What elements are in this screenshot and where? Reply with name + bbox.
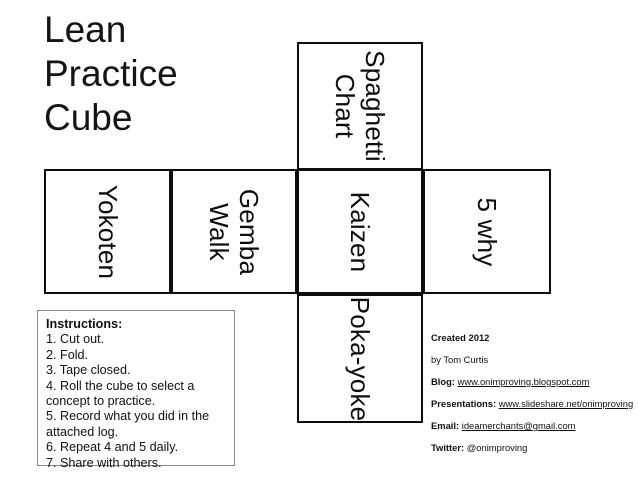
cube-face-label-line-1: Spaghetti [360,50,390,162]
cube-face-yokoten[interactable]: Yokoten [44,169,171,294]
cube-face-label-wrap: 5 why [472,197,502,266]
instructions-line: 3. Tape closed. [46,363,131,378]
credit-blog-row: Blog: www.onimproving.blogspot.com [431,376,638,387]
credit-author-row: by Tom Curtis [431,354,638,365]
cube-face-label-wrap: Kaizen [345,191,375,272]
instructions-line: 1. Cut out. [46,332,105,347]
credit-twitter-handle: @onimproving [466,442,528,453]
credit-email-label: Email: [431,420,460,431]
cube-face-label-line-1: Yokoten [92,184,123,279]
cube-face-label-wrap: Spaghetti Chart [330,50,390,162]
credit-presentations-link[interactable]: www.slideshare.net/onimproving [498,398,634,409]
credit-created-text: Created 2012 [431,332,490,343]
credit-author-text: by Tom Curtis [431,354,489,365]
credit-created-row: Created 2012 [431,332,638,343]
cube-face-label-line-1: Kaizen [345,191,375,272]
cube-face-label-line-1: Poka-yoke [345,296,375,421]
credit-blog-link[interactable]: www.onimproving.blogspot.com [457,376,590,387]
credit-twitter-row: Twitter: @onimproving [431,442,638,453]
page-title-line-1: Lean [44,9,127,50]
cube-face-kaizen[interactable]: Kaizen [297,169,423,294]
credit-blog-label: Blog: [431,376,455,387]
page-title-line-3: Cube [44,97,133,138]
instructions-line: attached log. [46,424,119,439]
cube-face-label-line-1: Gemba [234,188,264,275]
credit-email-link[interactable]: ideamerchants@gmail.com [461,420,576,431]
instructions-line: concept to practice. [46,394,156,409]
page-title-line-2: Practice [44,53,178,94]
instructions-heading: Instructions: [46,317,123,331]
credit-presentations-row: Presentations: www.slideshare.net/onimpr… [431,398,638,409]
credit-presentations-label: Presentations: [431,398,497,409]
instructions-line: 2. Fold. [46,347,88,362]
instructions-line: 7. Share with others. [46,455,162,470]
instructions-line: 4. Roll the cube to select a [46,378,195,393]
cube-face-poka-yoke[interactable]: Poka-yoke [297,294,423,423]
credit-twitter-label: Twitter: [431,442,465,453]
instructions-line: 5. Record what you did in the [46,409,210,424]
cube-face-label-line-1: 5 why [472,197,502,266]
credits-block: Created 2012 by Tom Curtis Blog: www.oni… [431,332,638,453]
cube-face-5-why[interactable]: 5 why [423,169,551,294]
cube-face-label-line-2: Chart [330,73,360,139]
cube-face-gemba-walk[interactable]: Gemba Walk [171,169,297,294]
cube-face-label-wrap: Poka-yoke [345,296,375,421]
credit-email-row: Email: ideamerchants@gmail.com [431,420,638,431]
cube-face-spaghetti-chart[interactable]: Spaghetti Chart [297,42,423,170]
page-title: Lean Practice Cube [44,8,294,140]
instructions-line: 6. Repeat 4 and 5 daily. [46,440,179,455]
cube-face-label-line-2: Walk [204,202,234,261]
instructions-box: Instructions: 1. Cut out. 2. Fold. 3. Ta… [37,310,235,470]
cube-face-label-wrap: Yokoten [93,184,123,278]
cube-face-label-wrap: Gemba Walk [204,188,264,274]
